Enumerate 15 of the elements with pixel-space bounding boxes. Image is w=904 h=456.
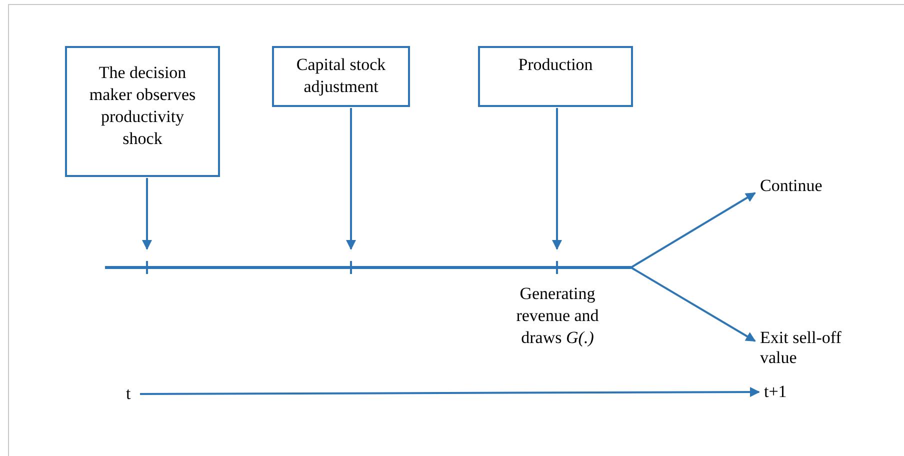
event-box: Capital stock adjustment (272, 46, 410, 107)
arrow (140, 387, 760, 398)
outcome-label: Continue (760, 176, 860, 196)
outcome-label: Exit sell-off value (760, 328, 870, 368)
arrow (630, 266, 756, 342)
arrow (552, 108, 562, 250)
arrow (630, 192, 756, 268)
timeline-line (105, 266, 631, 269)
event-note: Generating revenue and draws G(.) (515, 283, 600, 349)
time-label: t+1 (764, 382, 796, 402)
time-label: t (126, 384, 136, 404)
event-box: Production (478, 46, 633, 107)
event-box: The decision maker observes productivity shock (65, 46, 220, 177)
arrow (346, 108, 356, 250)
arrow (142, 178, 152, 250)
